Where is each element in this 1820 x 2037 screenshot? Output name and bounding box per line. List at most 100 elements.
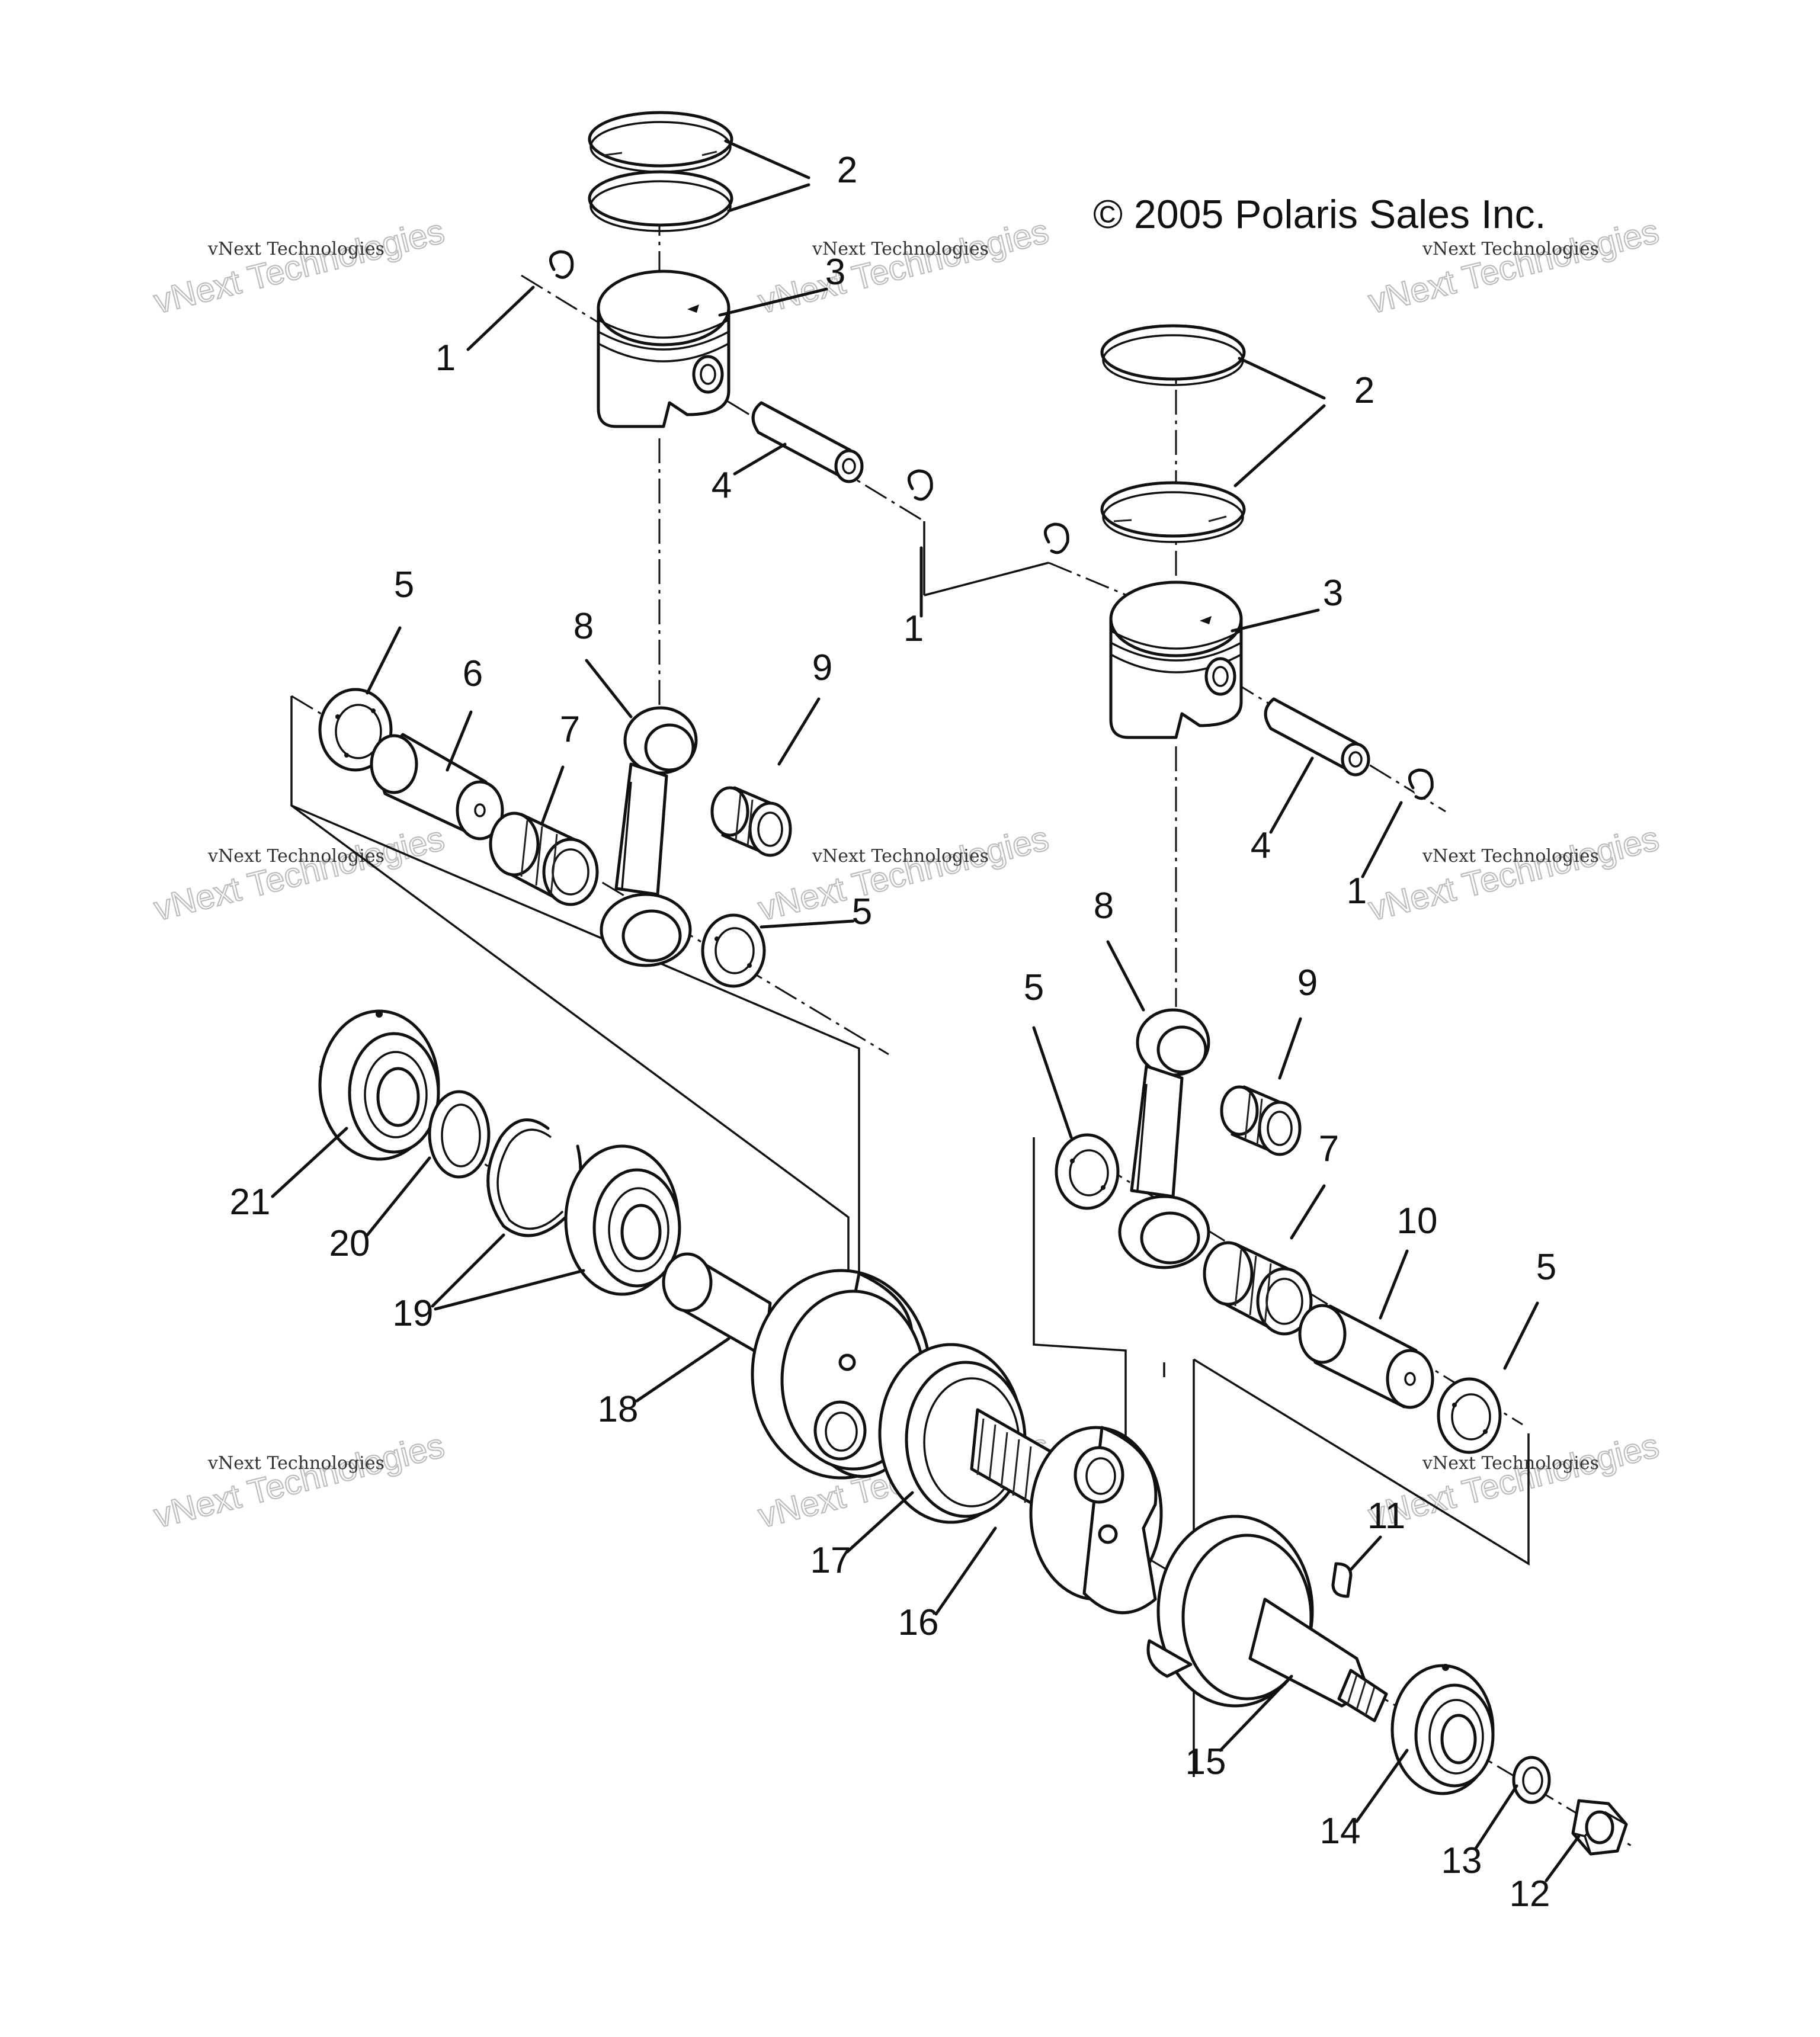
small-end-bearing [710, 786, 792, 857]
callout-leader-line [1269, 756, 1314, 834]
callout-number: 15 [1185, 1741, 1226, 1782]
watermark-small-text: vNext Technologies [207, 846, 384, 867]
callout-leader-line [1361, 801, 1403, 878]
callout-leader-line [1278, 1017, 1302, 1080]
piston-ring [588, 170, 733, 232]
assembly-lines [290, 130, 1636, 1849]
watermark-large-text: vNext Technologies [150, 212, 448, 321]
callout-leader-line [724, 139, 810, 179]
callout-leader-line [431, 1233, 505, 1308]
crank-pin [370, 733, 504, 841]
ball-bearing [1390, 1664, 1495, 1795]
callout-number: 8 [1094, 886, 1114, 926]
callout-leader-line [1290, 1184, 1326, 1240]
piston [1109, 580, 1243, 739]
watermark-small-text: vNext Technologies [812, 846, 989, 867]
crankshaft-half [1146, 1515, 1388, 1722]
needle-bearing [1203, 1241, 1313, 1336]
ball-bearing [318, 1009, 440, 1161]
callout-leader-line [446, 710, 473, 772]
callout-number: 17 [810, 1540, 851, 1581]
callout-number: 8 [573, 606, 594, 647]
callout-number: 1 [435, 338, 456, 378]
callout-leader-line [271, 1127, 348, 1198]
callout-number: 4 [712, 465, 732, 506]
callout-number: 9 [1297, 963, 1318, 1003]
callout-number: 14 [1320, 1811, 1361, 1852]
callout-leader-line [1233, 404, 1326, 487]
callout-leader-line [1349, 1535, 1382, 1571]
small-end-bearing [1220, 1085, 1302, 1156]
callout-number: 2 [1354, 370, 1374, 411]
callout-number: 1 [903, 608, 924, 649]
callout-number: 18 [598, 1389, 639, 1430]
callout-leader-line [727, 183, 810, 213]
watermark-small-text: vNext Technologies [1422, 1453, 1599, 1474]
callout-leader-line [760, 919, 855, 929]
left-rod-group [318, 688, 792, 988]
callout-leader-line [434, 1269, 585, 1311]
main-bearing [564, 1144, 681, 1296]
circlip [1408, 768, 1434, 800]
callout-leader-line [1545, 1834, 1581, 1882]
callout-layer: 1223456789522134189571052120191918171611… [230, 139, 1581, 1914]
callout-number: 7 [1319, 1128, 1339, 1169]
callout-leader-line [934, 1526, 997, 1616]
crankshaft-group [318, 1009, 1628, 1856]
thrust-washer [1055, 1133, 1120, 1210]
callout-number: 2 [1354, 370, 1374, 411]
callout-leader-line [366, 626, 402, 695]
wrist-pin [1264, 697, 1370, 777]
callout-leader-line [1379, 1249, 1409, 1320]
callout-number: 11 [1367, 1496, 1405, 1536]
needle-bearing [489, 811, 599, 906]
lock-washer [1512, 1756, 1551, 1804]
left-piston-group [549, 111, 933, 501]
callout-leader-line [1106, 940, 1145, 1012]
callout-leader-line [366, 1156, 431, 1237]
piston-ring [1100, 324, 1246, 386]
watermark-large-text: vNext Technologies [755, 819, 1053, 928]
watermark-small-text: vNext Technologies [207, 239, 384, 259]
callout-leader-line [845, 1491, 914, 1554]
callout-number: 21 [230, 1182, 271, 1223]
circlip [907, 469, 933, 501]
watermark-small-text: vNext Technologies [207, 1453, 384, 1474]
callout-number: 6 [463, 653, 483, 694]
right-piston-group [1043, 324, 1434, 800]
watermark-small-text: vNext Technologies [812, 239, 989, 259]
callout-number: 3 [825, 252, 845, 293]
callout-leader-line [635, 1337, 730, 1403]
callout-leader-line [1231, 608, 1320, 633]
callout-number: 9 [812, 647, 832, 688]
callout-leader-line [540, 765, 565, 825]
callout-number: 13 [1441, 1840, 1482, 1881]
callout-number: 1 [1347, 871, 1367, 912]
watermark-large-text: vNext Technologies [755, 212, 1053, 321]
callout-number: 20 [329, 1223, 370, 1264]
callout-number: 5 [1536, 1247, 1556, 1288]
piston [597, 270, 730, 428]
callout-leader-line [1032, 1026, 1073, 1139]
callout-leader-line [1238, 357, 1326, 400]
crank-pin [1298, 1304, 1434, 1409]
thrust-washer [701, 913, 766, 988]
callout-leader-line [1355, 1749, 1409, 1823]
callout-number: 12 [1510, 1874, 1550, 1914]
callout-leader-line [718, 287, 828, 317]
callout-number: 4 [1251, 825, 1271, 866]
right-rod-group [1055, 1008, 1502, 1454]
callout-number: 7 [560, 709, 580, 750]
callout-number: 19 [393, 1293, 434, 1334]
piston-ring [1100, 481, 1246, 543]
wrist-pin [751, 401, 864, 483]
callout-number: 5 [852, 891, 872, 932]
callout-number: 10 [1397, 1201, 1438, 1242]
circlip [549, 250, 574, 279]
watermark-large-text: vNext Technologies [150, 1426, 448, 1535]
watermark-small-text: vNext Technologies [1422, 239, 1599, 259]
